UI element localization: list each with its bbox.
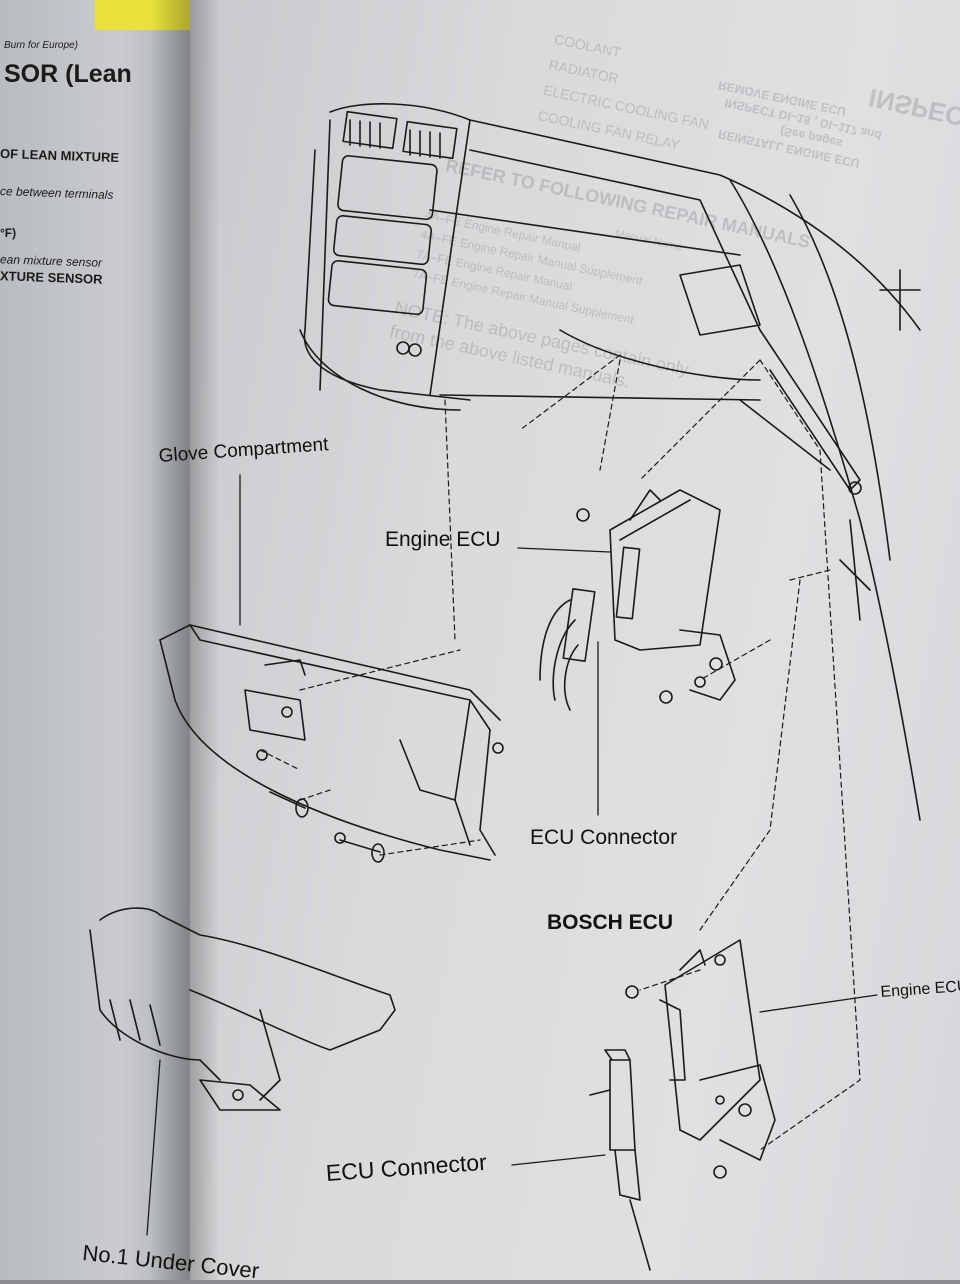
dashed-guides [259,354,861,1151]
screws-drawing [269,791,385,863]
top-engine-ecu-drawing [576,489,736,704]
glove-compartment-drawing [159,624,504,861]
top-ecu-connector-drawing [539,588,596,711]
engine-ecu-label-top: Engine ECU [385,528,501,551]
left-page-line: °F) [0,226,17,240]
bottom-ecu-connector-drawing [589,1049,651,1271]
ecu-connector-label-top: ECU Connector [530,826,678,849]
bosch-ecu-label: BOSCH ECU [547,911,674,934]
bosch-ecu-drawing [625,939,776,1179]
yellow-tab [95,0,205,30]
dashboard-drawing [299,103,921,821]
left-page-title: SOR (Lean [4,60,132,88]
label-leaders [146,474,878,1236]
left-page-header: Burn for Europe) [4,40,78,51]
under-cover-drawing [89,907,396,1111]
left-page [0,0,200,1280]
